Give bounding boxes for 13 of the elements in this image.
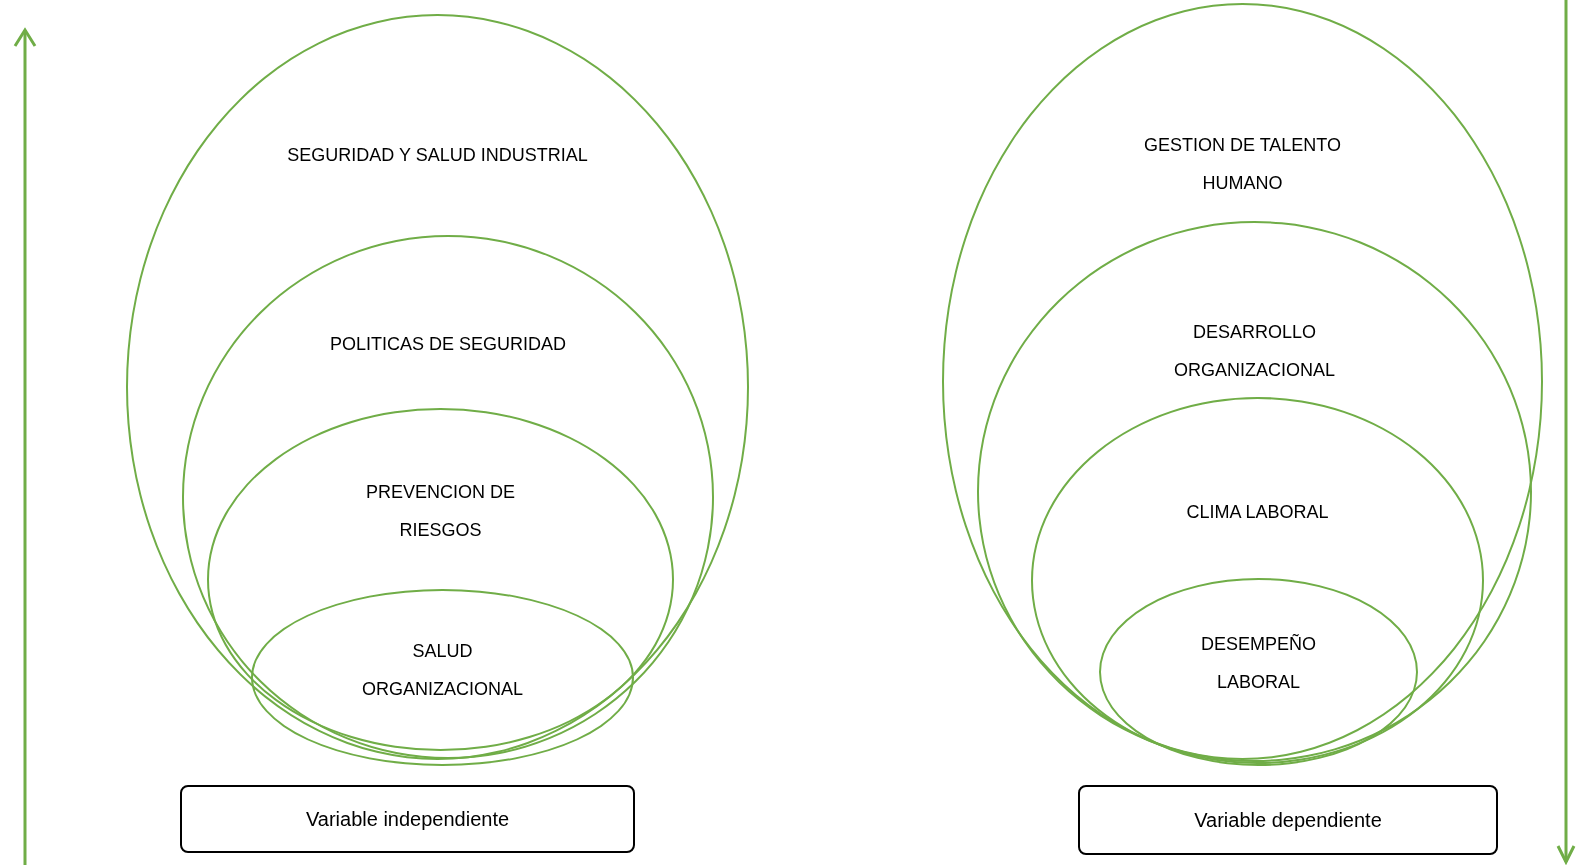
ellipse-label: CLIMA LABORAL: [1186, 501, 1329, 524]
ellipse-label: POLITICAS DE SEGURIDAD: [329, 333, 567, 356]
ellipse-label: DESEMPEÑO LABORAL: [1200, 633, 1317, 694]
ellipse-label: SALUD ORGANIZACIONAL: [361, 640, 524, 701]
nested-ellipse: [1031, 397, 1484, 764]
ellipse-label: SEGURIDAD Y SALUD INDUSTRIAL: [287, 144, 588, 167]
ellipse-label: GESTION DE TALENTO HUMANO: [1142, 134, 1342, 195]
variable-box: Variable dependiente: [1078, 785, 1498, 855]
ellipse-label: PREVENCION DE RIESGOS: [365, 481, 516, 542]
ellipse-label: DESARROLLO ORGANIZACIONAL: [1173, 321, 1336, 382]
nested-ellipse: [1099, 578, 1418, 766]
nested-ellipse: [251, 589, 634, 766]
variable-box: Variable independiente: [180, 785, 635, 853]
